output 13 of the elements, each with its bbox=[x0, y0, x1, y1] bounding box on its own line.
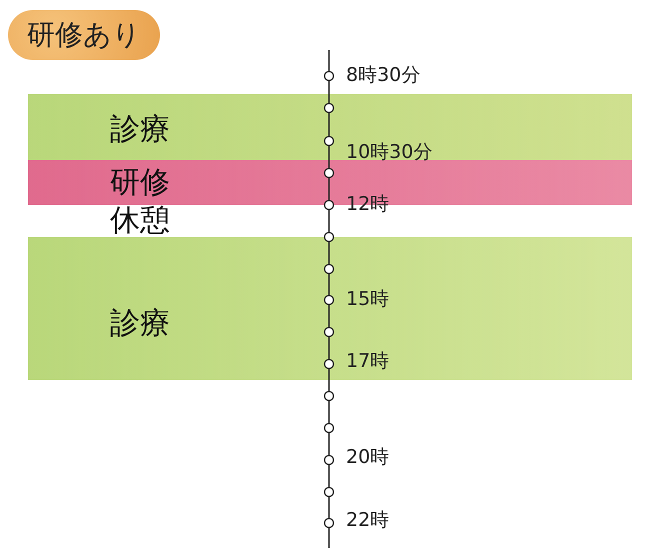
band-label: 休憩 bbox=[110, 206, 170, 236]
time-label: 17時 bbox=[346, 352, 390, 371]
title-badge: 研修あり bbox=[8, 10, 160, 60]
time-label: 20時 bbox=[346, 448, 390, 467]
time-label: 22時 bbox=[346, 511, 390, 530]
band-label: 診療 bbox=[110, 309, 170, 339]
band-label: 診療 bbox=[110, 115, 170, 145]
time-label: 10時30分 bbox=[346, 143, 432, 162]
time-label: 8時30分 bbox=[346, 66, 420, 85]
band-label: 研修 bbox=[110, 168, 170, 198]
treatment-band bbox=[28, 94, 632, 160]
treatment-band bbox=[28, 237, 632, 380]
time-label: 15時 bbox=[346, 290, 390, 309]
